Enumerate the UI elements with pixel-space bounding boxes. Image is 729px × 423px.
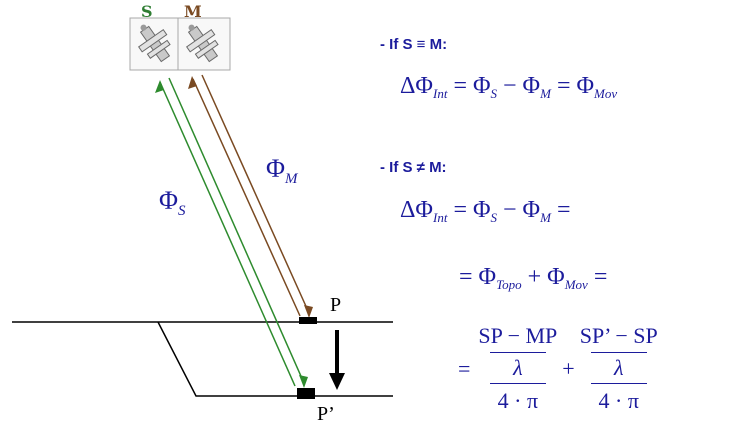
satellite-m-icon xyxy=(177,17,231,71)
phi-m-label: ΦM xyxy=(266,154,299,187)
s-path-lines xyxy=(155,77,308,388)
displacement-arrow-icon xyxy=(329,330,345,390)
point-p-prime-label: P’ xyxy=(317,403,335,423)
case-diff-line3: = SP − MP λ 4 · π + SP’ − SP λ 4 · π xyxy=(458,323,658,413)
point-p-prime-marker xyxy=(297,388,315,399)
point-p-label: P xyxy=(330,294,341,316)
case-diff-heading: - If S ≠ M: xyxy=(380,159,447,176)
case-diff-line2: = ΦTopo + ΦMov = xyxy=(459,264,608,292)
subsided-ground-line xyxy=(157,321,393,397)
point-p-marker xyxy=(299,317,317,324)
satellite-s-icon xyxy=(129,17,181,71)
phi-s-label: ΦS xyxy=(159,186,186,219)
satellite-m-label: M xyxy=(184,2,202,21)
fraction-sp-mp: SP − MP λ 4 · π xyxy=(478,323,558,413)
case-equal-heading: - If S ≡ M: xyxy=(380,36,448,53)
case-equal-equation: ΔΦInt = ΦS − ΦM = ΦMov xyxy=(400,73,618,101)
satellite-s-label: S xyxy=(141,2,153,21)
case-diff-line1: ΔΦInt = ΦS − ΦM = xyxy=(400,197,571,225)
m-path-lines xyxy=(188,74,313,318)
fraction-spprime-sp: SP’ − SP λ 4 · π xyxy=(579,323,658,413)
